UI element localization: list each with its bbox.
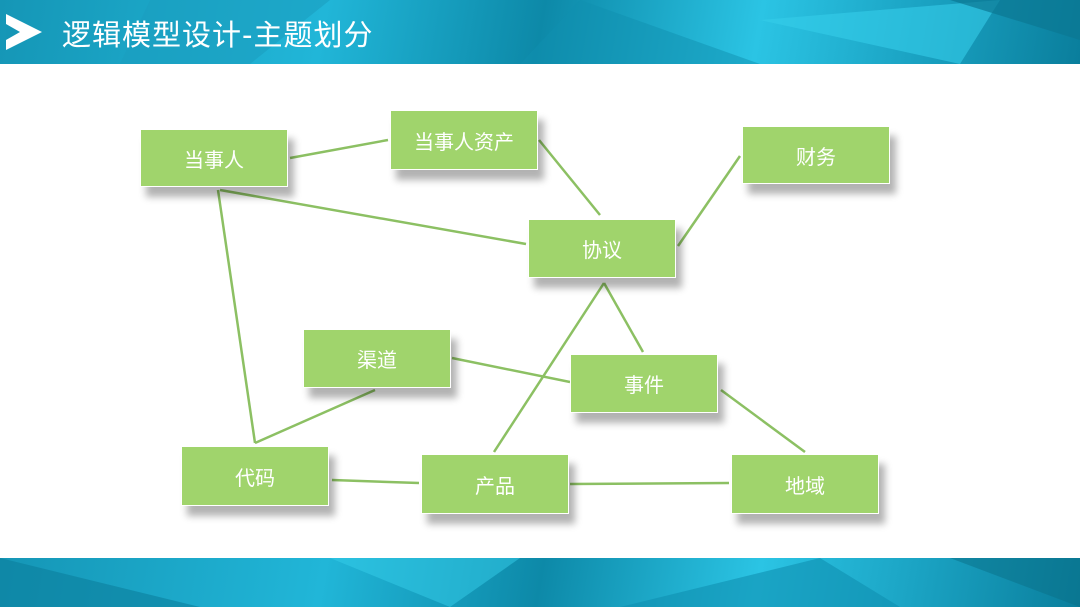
node-dangshiren-zichan: 当事人资产 [390, 110, 538, 170]
edge-xieyi-chanpin [492, 282, 606, 453]
node-chanpin: 产品 [421, 454, 569, 514]
edge-qudao-shijian [451, 356, 571, 384]
edge-zichan-xieyi [538, 139, 601, 216]
footer-banner [0, 558, 1080, 607]
header-pattern [120, 0, 1080, 64]
edge-shijian-diyu [720, 388, 806, 454]
header-banner: 逻辑模型设计-主题划分 [0, 0, 1080, 64]
edge-daima-qudao [254, 388, 376, 445]
node-xieyi: 协议 [528, 219, 676, 278]
page-title: 逻辑模型设计-主题划分 [62, 18, 374, 52]
node-qudao: 渠道 [303, 329, 451, 388]
node-dangshiren: 当事人 [140, 129, 288, 187]
node-caiwu: 财务 [742, 126, 890, 184]
edge-xieyi-shijian [602, 282, 645, 353]
edge-dangshiren-zichan [289, 138, 389, 160]
node-daima: 代码 [181, 446, 329, 506]
edge-dangshiren-xieyi [219, 188, 527, 246]
node-shijian: 事件 [570, 354, 718, 413]
edge-chanpin-diyu [569, 481, 730, 486]
play-arrow-logo-icon [6, 14, 42, 50]
edge-daima-chanpin [331, 478, 420, 485]
edge-xieyi-caiwu [676, 155, 742, 247]
footer-pattern [0, 558, 1080, 607]
edge-dangshiren-daima [216, 189, 257, 444]
node-diyu: 地域 [731, 454, 879, 514]
